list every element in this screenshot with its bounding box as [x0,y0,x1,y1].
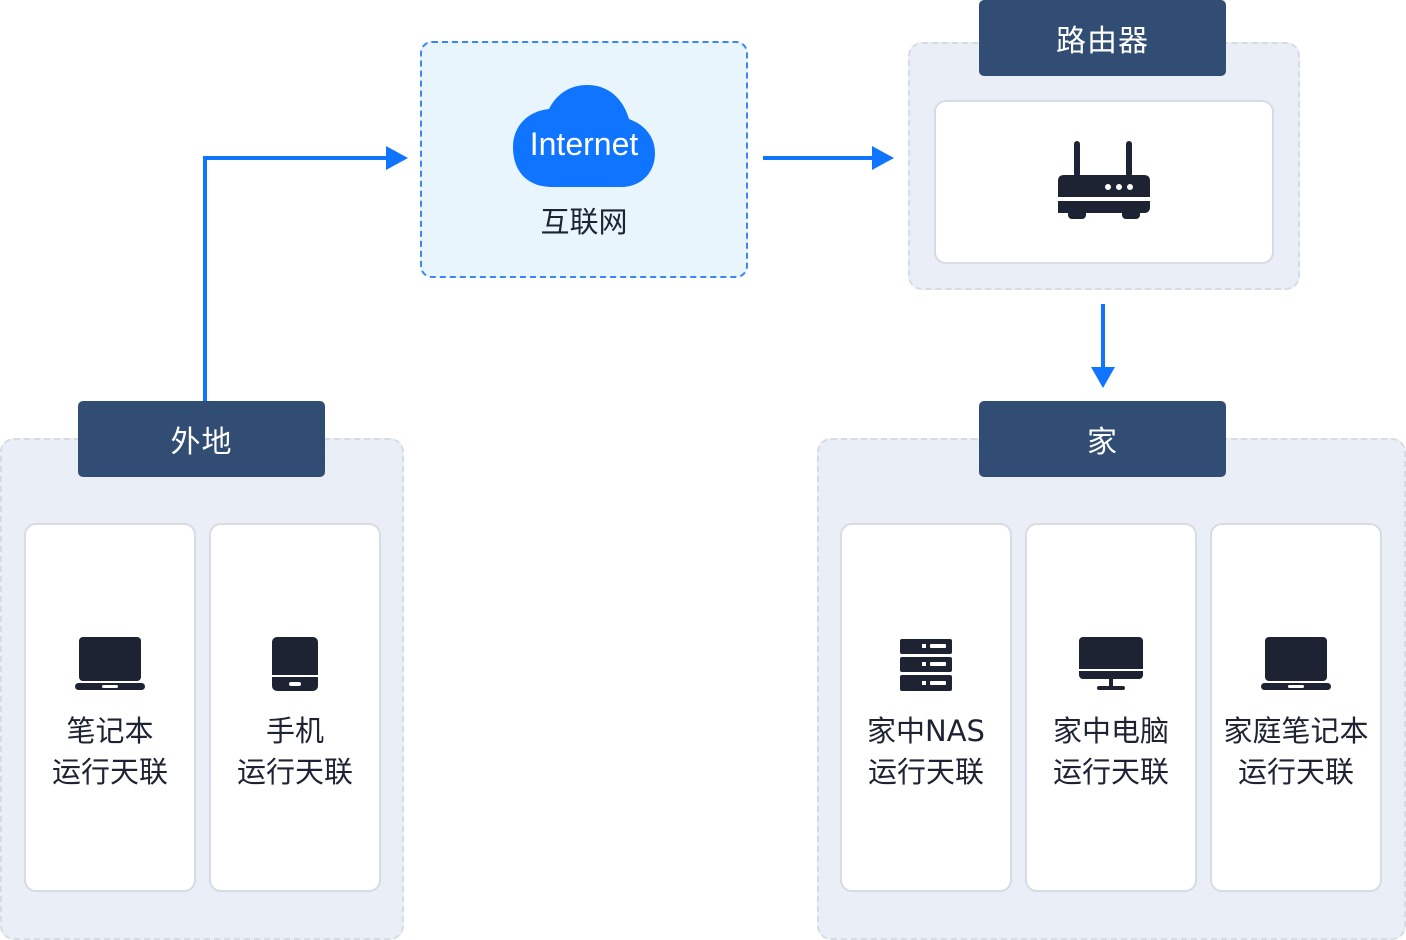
device-name: 家庭笔记本 [1223,714,1369,748]
device-card-remote-laptop[interactable]: 笔记本 运行天联 [24,523,196,892]
device-status: 运行天联 [51,755,168,789]
router-header: 路由器 [979,0,1226,76]
remote-header: 外地 [78,401,325,477]
device-name: 家中电脑 [1052,714,1169,748]
device-card-remote-phone[interactable]: 手机 运行天联 [209,523,381,892]
device-status: 运行天联 [1052,755,1169,789]
tablet-icon [272,633,318,691]
laptop-icon [1261,633,1331,691]
device-name: 笔记本 [66,714,154,748]
arrow-internet-to-router [763,146,894,170]
home-title: 家 [1087,425,1118,460]
laptop-icon [75,633,145,691]
cloud-text: Internet [529,126,639,162]
device-card-home-nas[interactable]: 家中NAS 运行天联 [840,523,1012,892]
device-status: 运行天联 [236,755,353,789]
home-header: 家 [979,401,1226,477]
server-icon [900,633,952,691]
router-icon [1056,141,1152,223]
remote-title: 外地 [170,425,233,460]
arrow-router-to-home [1091,304,1115,388]
cloud-icon: Internet [513,85,655,187]
device-status: 运行天联 [1237,755,1354,789]
device-status: 运行天联 [867,755,984,789]
internet-node[interactable]: Internet 互联网 [420,41,748,278]
device-card-home-pc[interactable]: 家中电脑 运行天联 [1025,523,1197,892]
monitor-icon [1079,633,1143,691]
router-card[interactable] [934,100,1274,264]
device-name: 手机 [265,714,324,748]
router-title: 路由器 [1056,24,1149,59]
device-name: 家中NAS [867,714,985,748]
device-card-home-laptop[interactable]: 家庭笔记本 运行天联 [1210,523,1382,892]
arrow-remote-to-internet [203,146,408,402]
internet-label: 互联网 [540,205,628,239]
